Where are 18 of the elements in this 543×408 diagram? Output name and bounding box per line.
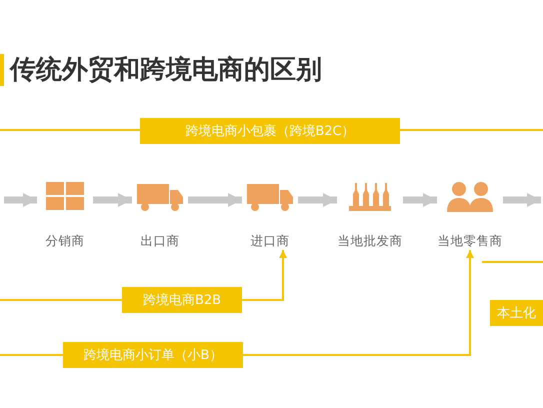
arrow	[298, 193, 337, 207]
label-tag: 本土化	[490, 300, 543, 326]
label-tag: 跨境电商B2B	[122, 287, 242, 313]
label-tag: 跨境电商小包裹（跨境B2C）	[140, 118, 400, 144]
arrow	[188, 193, 242, 207]
arrow	[4, 193, 37, 207]
label-tag: 跨境电商小订单（小B）	[63, 342, 243, 368]
arrow	[503, 193, 541, 207]
stage-label: 分销商	[46, 233, 84, 250]
stage-label: 当地零售商	[438, 233, 502, 250]
arrow	[243, 250, 474, 356]
stage-label: 当地批发商	[338, 233, 402, 250]
arrow	[93, 193, 132, 207]
stage-label: 出口商	[140, 233, 180, 250]
arrow	[403, 193, 437, 207]
title: 传统外贸和跨境电商的区别	[10, 54, 322, 87]
stage-label: 进口商	[250, 233, 290, 250]
arrow	[242, 250, 287, 301]
